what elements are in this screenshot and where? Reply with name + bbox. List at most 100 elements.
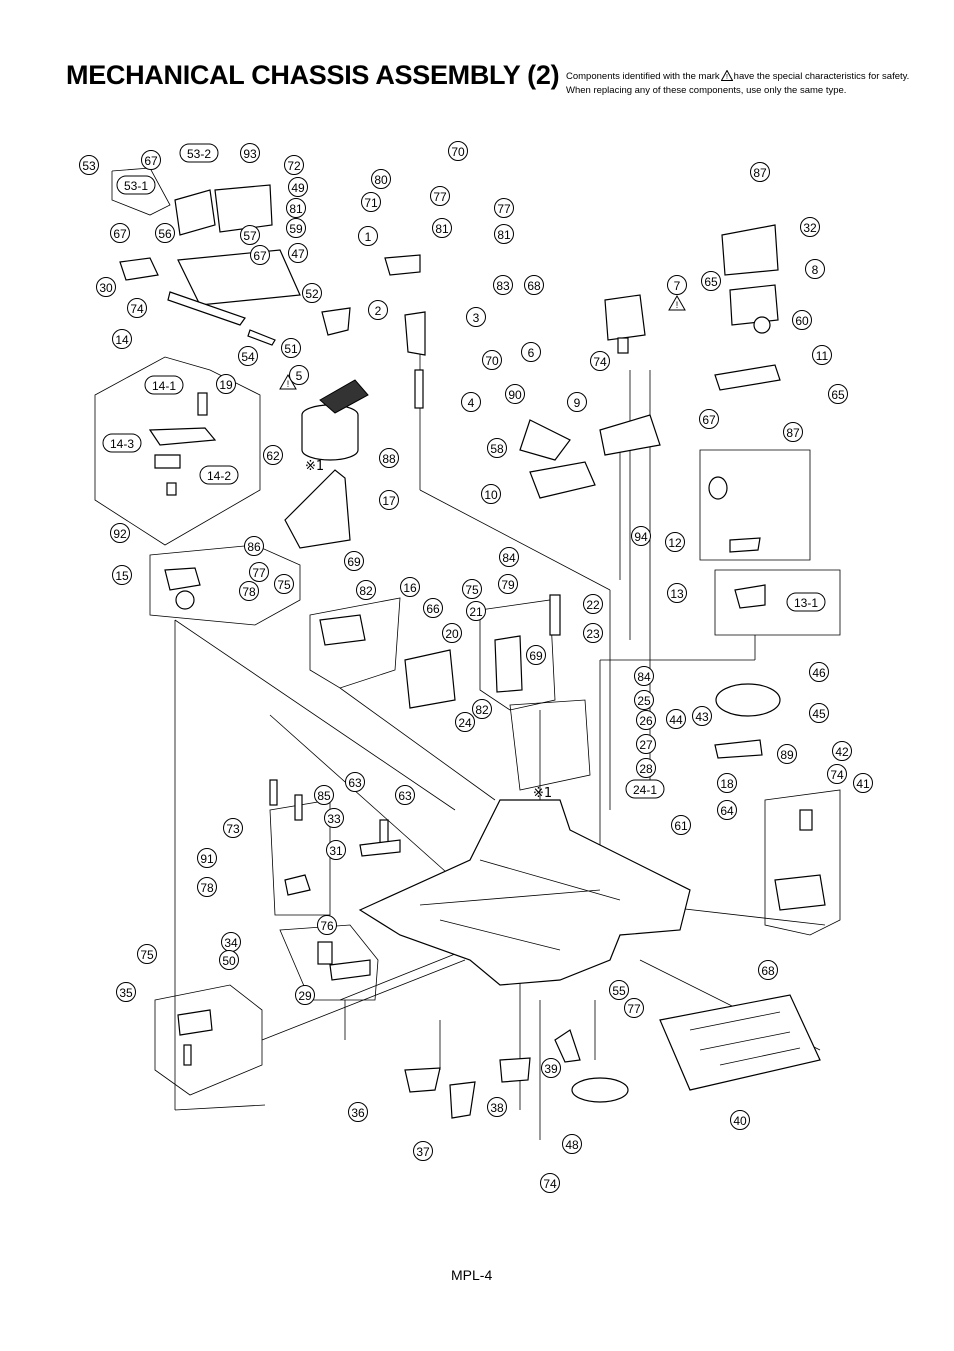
part-callout: 6 xyxy=(521,342,541,362)
part-number-label: 51 xyxy=(284,342,298,356)
part-callout: 36 xyxy=(348,1102,368,1122)
part-number-label: 47 xyxy=(291,247,305,261)
part-number-label: 14-2 xyxy=(207,469,231,483)
part-number-label: 13-1 xyxy=(794,596,818,610)
part-number-label: 54 xyxy=(241,350,255,364)
part-callout: 87 xyxy=(750,162,770,182)
part-number-label: 67 xyxy=(113,227,127,241)
part-callout: 15 xyxy=(112,565,132,585)
part-number-label: 76 xyxy=(320,919,334,933)
part-callout: 10 xyxy=(481,484,501,504)
part-callout: 60 xyxy=(792,310,812,330)
part-number-label: 53 xyxy=(82,159,96,173)
part-number-label: 9 xyxy=(574,396,581,410)
part-number-label: 57 xyxy=(243,229,257,243)
part-callout: 2 xyxy=(368,300,388,320)
part-number-label: 39 xyxy=(544,1062,558,1076)
part-number-label: 49 xyxy=(291,181,305,195)
part-number-label: 24-1 xyxy=(633,783,657,797)
part-number-label: 63 xyxy=(398,789,412,803)
part-number-label: 48 xyxy=(565,1138,579,1152)
part-number-label: 77 xyxy=(433,190,447,204)
part-number-label: 53-2 xyxy=(187,147,211,161)
part-number-label: 7 xyxy=(674,279,681,293)
part-callout: 14-3 xyxy=(102,433,142,453)
part-callout: 63 xyxy=(395,785,415,805)
part-number-label: 70 xyxy=(451,145,465,159)
part-number-label: 13 xyxy=(670,587,684,601)
part-number-label: 93 xyxy=(243,147,257,161)
part-callout: 1 xyxy=(358,226,378,246)
part-number-label: 72 xyxy=(287,159,301,173)
part-callout: 32 xyxy=(800,217,820,237)
part-number-label: 1 xyxy=(365,230,372,244)
part-number-label: 10 xyxy=(484,488,498,502)
part-callout: 88 xyxy=(379,448,399,468)
part-callout: 84 xyxy=(499,547,519,567)
part-callout: 37 xyxy=(413,1141,433,1161)
part-number-label: 67 xyxy=(702,413,716,427)
part-callout: 67 xyxy=(110,223,130,243)
part-callout: 16 xyxy=(400,577,420,597)
part-number-label: 35 xyxy=(119,986,133,1000)
part-callout: 46 xyxy=(809,662,829,682)
part-callout: 49 xyxy=(288,177,308,197)
part-callout: 69 xyxy=(344,551,364,571)
group-frames xyxy=(94,167,841,1096)
part-number-label: 84 xyxy=(637,670,651,684)
part-callout: 24 xyxy=(455,712,475,732)
part-callout: 70 xyxy=(448,141,468,161)
part-number-label: 42 xyxy=(835,745,849,759)
part-callout: 50 xyxy=(219,950,239,970)
part-number-label: 44 xyxy=(669,713,683,727)
part-number-label: 50 xyxy=(222,954,236,968)
part-number-label: 41 xyxy=(856,777,870,791)
part-number-label: 67 xyxy=(144,154,158,168)
part-callout: 8 xyxy=(805,259,825,279)
part-number-label: 45 xyxy=(812,707,826,721)
part-callout: 42 xyxy=(832,741,852,761)
part-callout: 59 xyxy=(286,218,306,238)
part-number-label: 87 xyxy=(786,426,800,440)
part-callout: 78 xyxy=(197,877,217,897)
part-callout: 22 xyxy=(583,594,603,614)
part-callout: 71 xyxy=(361,192,381,212)
part-callout: 5 xyxy=(289,365,309,385)
part-number-label: 26 xyxy=(639,714,653,728)
part-number-label: 58 xyxy=(490,442,504,456)
part-number-label: 91 xyxy=(200,852,214,866)
part-number-label: 74 xyxy=(130,302,144,316)
part-callout: 70 xyxy=(482,350,502,370)
part-number-label: 78 xyxy=(200,881,214,895)
part-callout: 52 xyxy=(302,283,322,303)
part-number-label: 21 xyxy=(469,605,483,619)
part-callout: 56 xyxy=(155,223,175,243)
part-number-label: 30 xyxy=(99,281,113,295)
part-number-label: 68 xyxy=(761,964,775,978)
part-callout: 35 xyxy=(116,982,136,1002)
part-callout: 34 xyxy=(221,932,241,952)
part-number-label: 29 xyxy=(298,989,312,1003)
part-number-label: 18 xyxy=(720,777,734,791)
part-callout: 39 xyxy=(541,1058,561,1078)
part-number-label: 79 xyxy=(501,578,515,592)
part-callout: 38 xyxy=(487,1097,507,1117)
part-callout: 75 xyxy=(274,574,294,594)
part-callout: 77 xyxy=(430,186,450,206)
part-callout: 65 xyxy=(828,384,848,404)
part-number-label: 36 xyxy=(351,1106,365,1120)
part-callout: 74 xyxy=(827,764,847,784)
part-callout: 40 xyxy=(730,1110,750,1130)
safety-note-line1-end: have the special characteristics for saf… xyxy=(733,71,910,82)
part-number-label: 82 xyxy=(475,703,489,717)
part-number-label: 22 xyxy=(586,598,600,612)
page-number: MPL-4 xyxy=(451,1267,493,1283)
svg-text:!: ! xyxy=(287,379,290,389)
part-callout: 81 xyxy=(286,198,306,218)
part-callout: 53 xyxy=(79,155,99,175)
part-number-label: 75 xyxy=(277,578,291,592)
part-callout: 78 xyxy=(239,581,259,601)
part-callout: 74 xyxy=(590,351,610,371)
part-number-label: 5 xyxy=(296,369,303,383)
part-number-label: 81 xyxy=(289,202,303,216)
